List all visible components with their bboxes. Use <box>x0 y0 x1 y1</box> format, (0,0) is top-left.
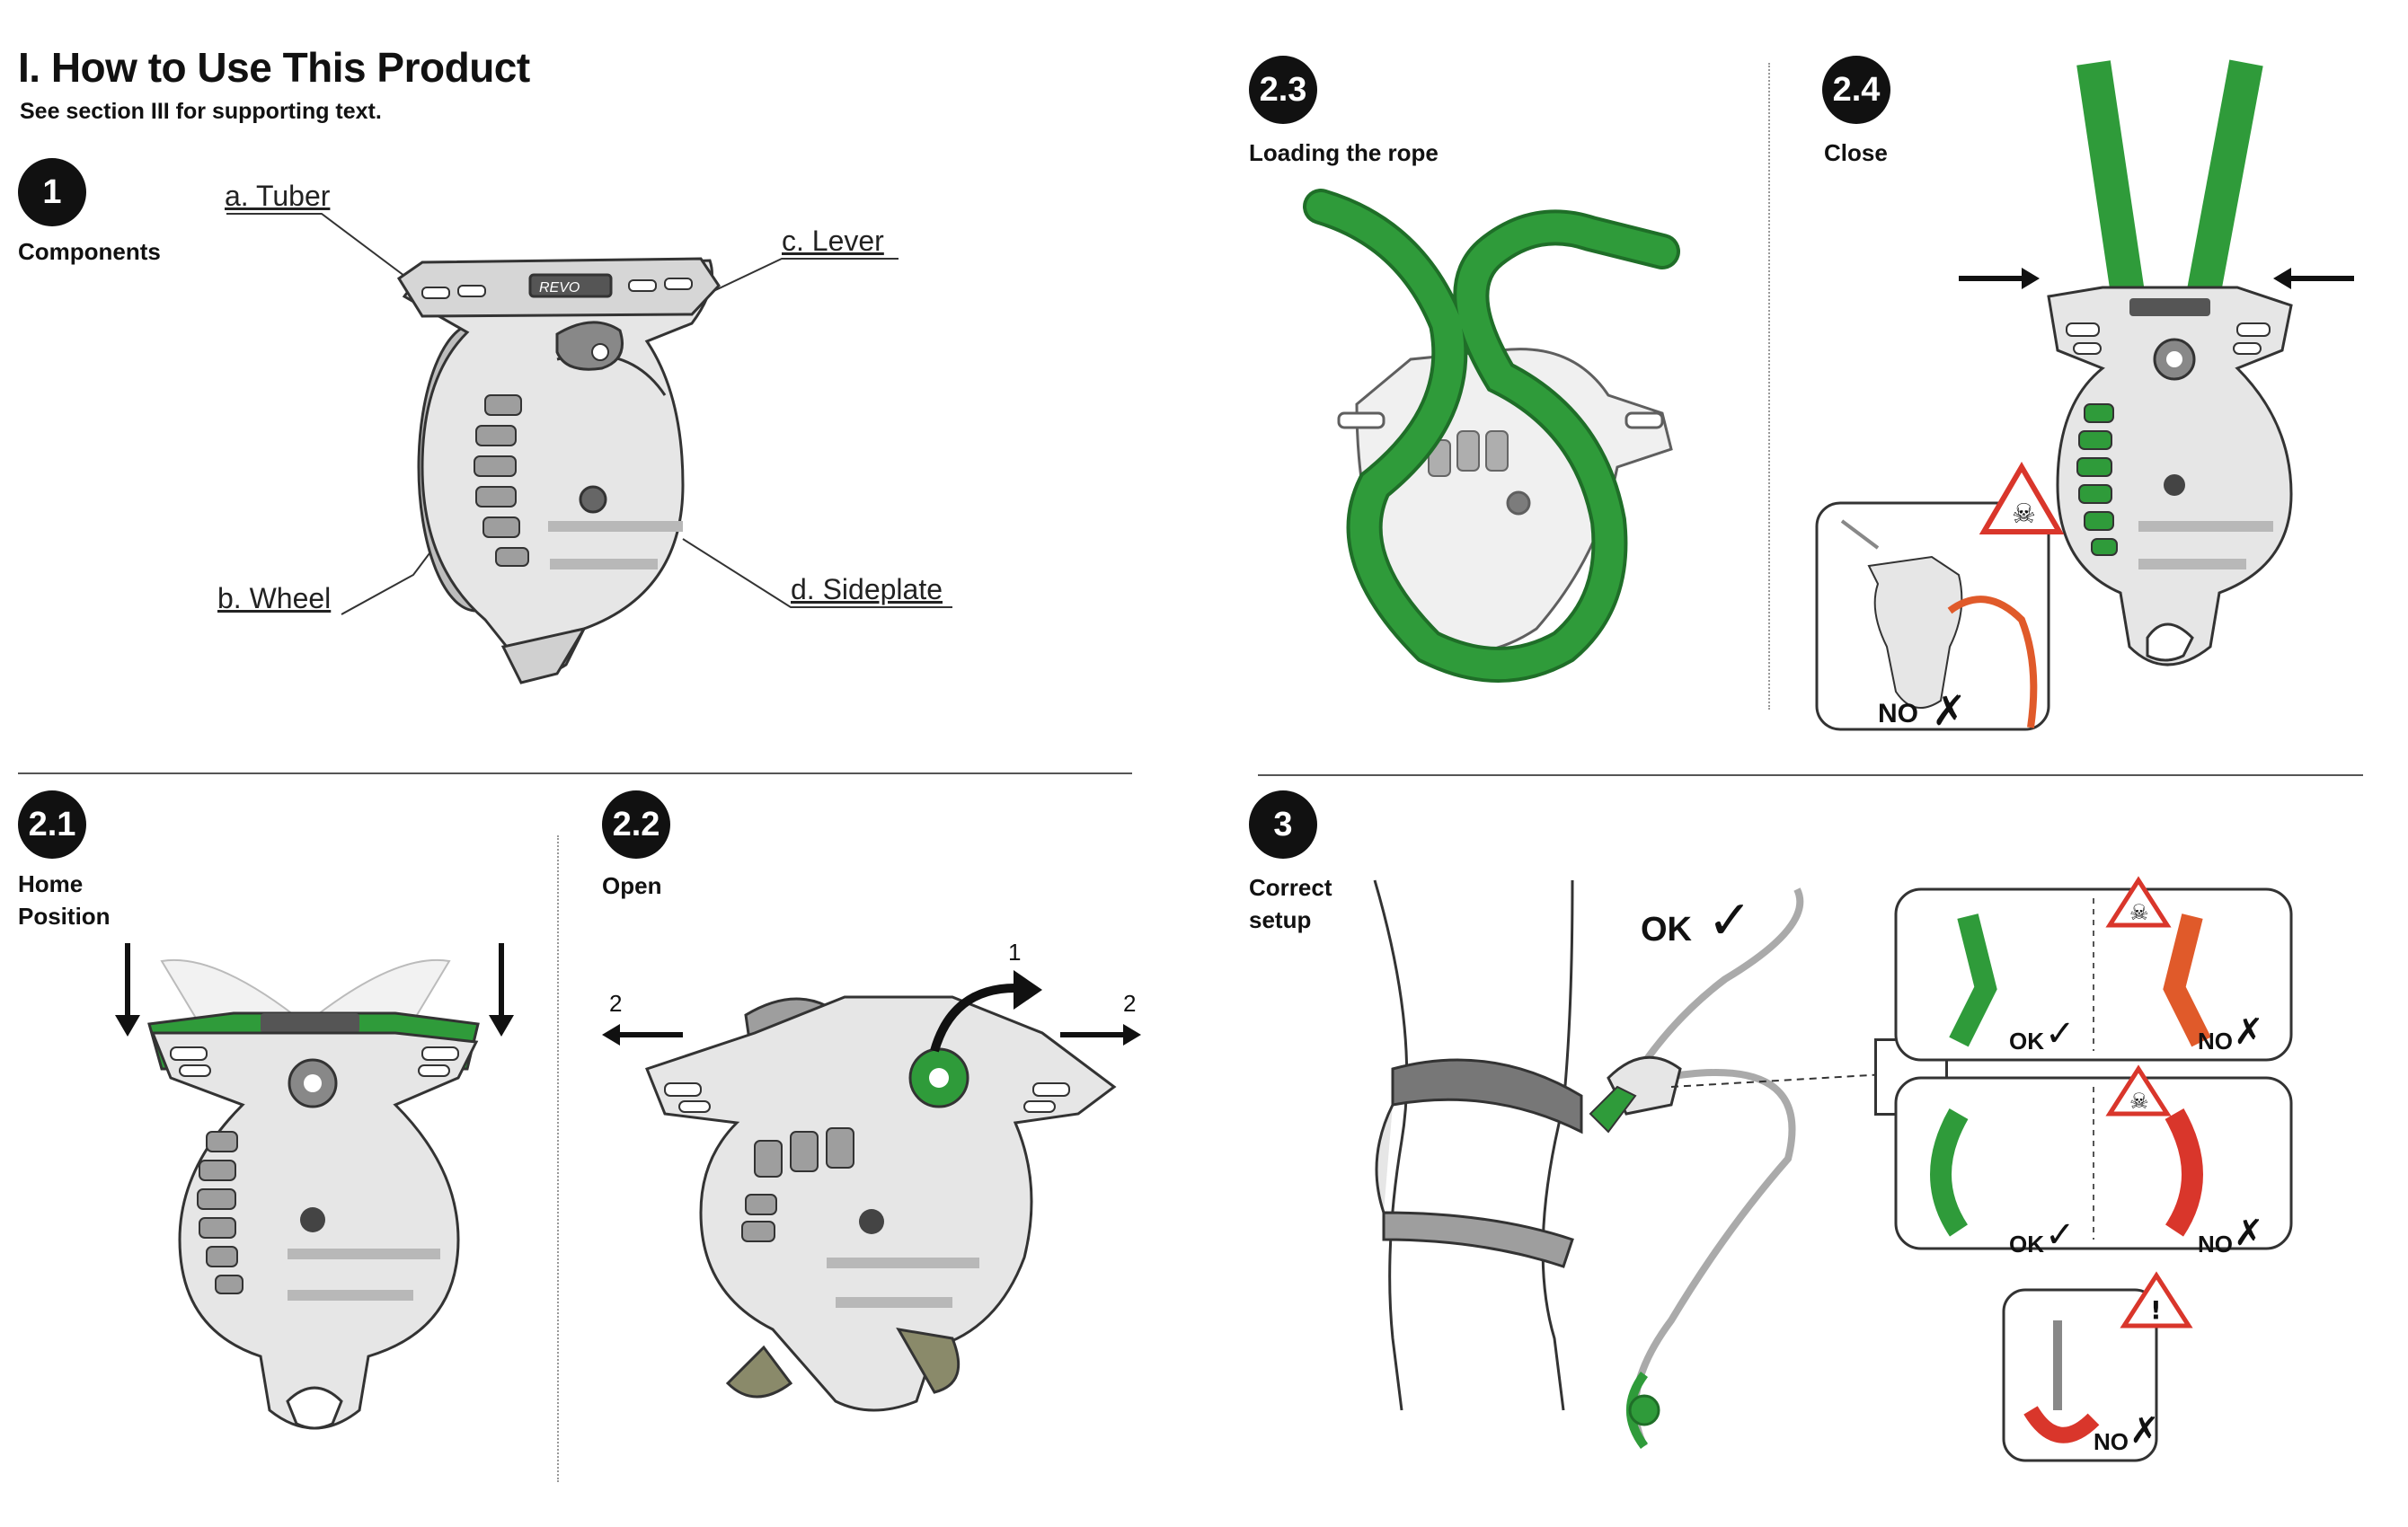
svg-text:☠: ☠ <box>2129 900 2149 925</box>
vertical-divider-top <box>1768 63 1770 710</box>
step-label-setup: setup <box>1249 906 1312 933</box>
step-label-correct: Correct <box>1249 874 1332 901</box>
step-badge-2-4: 2.4 <box>1822 56 1890 124</box>
panel1-no-cross-icon: ✗ <box>2234 1012 2264 1052</box>
step-label-open: Open <box>602 872 662 899</box>
panel1-no-label: NO <box>2198 1028 2233 1055</box>
home-position-illustration <box>115 943 514 1430</box>
panel1-ok-check-icon: ✓ <box>2045 1014 2076 1054</box>
page-title: I. How to Use This Product <box>18 44 530 91</box>
close-no-label: NO <box>1878 699 1918 728</box>
step-badge-1: 1 <box>18 158 86 226</box>
open-arrow-lever-number: 1 <box>1008 939 1022 966</box>
open-arrow-left-number: 2 <box>609 990 623 1017</box>
loading-rope-illustration <box>1303 189 1680 683</box>
step-label-components: Components <box>18 238 161 265</box>
svg-text:!: ! <box>2150 1295 2162 1325</box>
horizontal-divider-right <box>1258 774 2363 776</box>
panel2-ok-label: OK <box>2009 1231 2044 1258</box>
panel2-no-label: NO <box>2198 1231 2233 1258</box>
close-warning-inset: ☠ <box>1815 462 2065 731</box>
step-badge-2-3: 2.3 <box>1249 56 1317 124</box>
step-badge-2-1: 2.1 <box>18 790 86 859</box>
step-label-home: Home <box>18 870 84 897</box>
page-subtitle: See section III for supporting text. <box>20 99 382 124</box>
vertical-divider-bottom <box>557 835 559 1482</box>
callout-tuber: a. Tuber <box>225 180 331 212</box>
setup-ok-check-icon: ✓ <box>1707 890 1753 950</box>
setup-detail-panels: ☠ ☠ ! <box>1894 876 2293 1462</box>
step-badge-2-2: 2.2 <box>602 790 670 859</box>
panel1-ok-label: OK <box>2009 1028 2044 1055</box>
correct-setup-illustration <box>1373 879 1886 1449</box>
panel2-no-cross-icon: ✗ <box>2234 1214 2264 1253</box>
step-badge-3: 3 <box>1249 790 1317 859</box>
open-illustration <box>602 970 1141 1412</box>
panel2-ok-check-icon: ✓ <box>2045 1215 2076 1255</box>
panel3-no-cross-icon: ✗ <box>2129 1411 2160 1451</box>
panel3-no-label: NO <box>2094 1428 2129 1455</box>
horizontal-divider-left <box>18 772 1132 774</box>
close-no-cross-icon: ✗ <box>1932 687 1967 734</box>
svg-text:☠: ☠ <box>2129 1089 2149 1114</box>
revo-logo-text: REVO <box>539 280 580 296</box>
open-arrow-right-number: 2 <box>1123 990 1137 1017</box>
callout-lever: c. Lever <box>782 225 884 257</box>
step-label-loading-rope: Loading the rope <box>1249 139 1439 166</box>
callout-wheel: b. Wheel <box>217 582 332 614</box>
setup-ok-label: OK <box>1641 911 1692 949</box>
callout-sideplate: d. Sideplate <box>791 573 943 605</box>
svg-text:☠: ☠ <box>2012 499 2036 530</box>
close-illustration <box>1959 59 2354 666</box>
components-illustration: REVO <box>226 213 952 684</box>
step-label-close: Close <box>1824 139 1888 166</box>
step-label-position: Position <box>18 903 111 930</box>
